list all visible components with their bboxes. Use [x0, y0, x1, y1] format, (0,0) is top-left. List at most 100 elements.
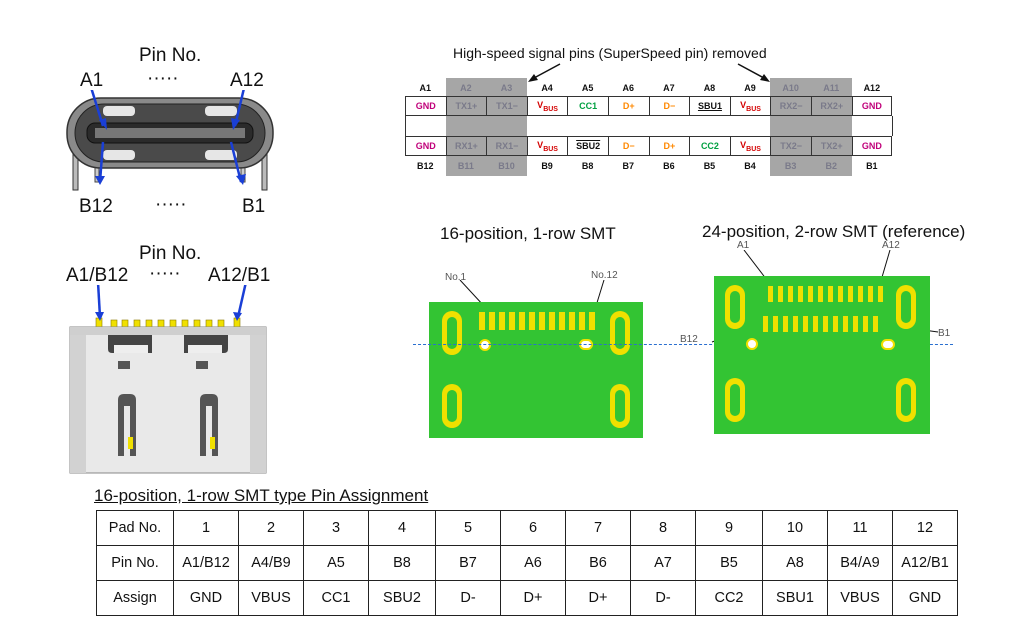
pin-label-b10: B10 [486, 156, 527, 176]
pin-signal-cc2: CC2 [689, 136, 730, 156]
table-cell: 8 [630, 510, 696, 546]
pin-signal-vbus: VBUS [729, 96, 771, 116]
pcb-16-no1: No.1 [445, 272, 467, 283]
pin-signal-text: SBU1 [697, 101, 722, 111]
pin-label-b5: B5 [703, 161, 716, 171]
table-cell: B7 [435, 545, 501, 581]
table-cell: B6 [565, 545, 631, 581]
smt-pad [579, 312, 585, 330]
pin-label-b2: B2 [810, 156, 852, 176]
smt-pad [848, 286, 853, 302]
dots-side: ····· [149, 263, 181, 284]
pin-signal-gnd: GND [405, 96, 446, 116]
pin-signal-text: CC1 [579, 101, 598, 111]
table-cell: VBUS [238, 580, 304, 616]
pin-signal-vbus: VBUS [729, 136, 771, 156]
pin-signal-d: D− [607, 136, 649, 156]
pin-label-a8: A8 [703, 83, 716, 93]
smt-pad [569, 312, 575, 330]
pcb-24-b12: B12 [680, 334, 698, 345]
smt-pad [768, 286, 773, 302]
table-row-header: Assign [96, 580, 174, 616]
pin-signal-text: GND [861, 101, 882, 111]
smt-pad [489, 312, 495, 330]
table-cell: B4/A9 [827, 545, 893, 581]
pin-map-tongue [405, 116, 893, 136]
table-cell: 3 [303, 510, 369, 546]
table-cell: VBUS [827, 580, 893, 616]
pin-signal-text: CC2 [700, 141, 719, 151]
pin-label-a11: A11 [810, 78, 852, 98]
pin-label-a10: A10 [770, 78, 811, 98]
pin-label-b11: B11 [445, 156, 487, 176]
table-cell: A12/B1 [892, 545, 958, 581]
pin-label-a4: A4 [541, 83, 553, 93]
smt-pad [853, 316, 858, 332]
table-cell: B8 [368, 545, 436, 581]
pin-signal-d: D+ [648, 136, 690, 156]
pin-signal-rx2: RX2− [770, 96, 811, 116]
pin-label-a3: A3 [486, 78, 527, 98]
pin-signal-text: VBUS [740, 99, 761, 113]
table-row-header: Pin No. [96, 545, 174, 581]
smt-pad [838, 286, 843, 302]
table-cell: 9 [695, 510, 763, 546]
table-cell: CC1 [303, 580, 369, 616]
smt-pad [763, 316, 768, 332]
table-cell: 1 [173, 510, 239, 546]
smt-pad [509, 312, 515, 330]
pin-signal-text: TX1+ [455, 101, 478, 111]
smt-pad [783, 316, 788, 332]
smt-pad [873, 316, 878, 332]
pin-signal-tx2: TX2− [770, 136, 811, 156]
smt-pad [559, 312, 565, 330]
pin-signal-d: D+ [607, 96, 649, 116]
pcb-24-b1: B1 [938, 328, 951, 339]
pcb-16-title: 16-position, 1-row SMT [440, 224, 616, 243]
smt-pad [823, 316, 828, 332]
dots-bottom: ····· [155, 194, 187, 215]
smt-pad [843, 316, 848, 332]
pin-signal-tx1: TX1+ [445, 96, 487, 116]
connector-front-view [66, 90, 274, 191]
pin-signal-text: GND [415, 101, 436, 111]
table-title: 16-position, 1-row SMT type Pin Assignme… [94, 486, 429, 505]
pcb-24-a12: A12 [882, 240, 900, 251]
smt-pad [803, 316, 808, 332]
smt-pad [808, 286, 813, 302]
pcb-24-title: 24-position, 2-row SMT (reference) [702, 222, 966, 241]
pin-signal-tx2: TX2+ [810, 136, 852, 156]
pin-signal-cc1: CC1 [567, 96, 608, 116]
smt-pad [828, 286, 833, 302]
smt-pad [878, 286, 883, 302]
pin-signal-rx2: RX2+ [810, 96, 852, 116]
pin-signal-text: TX1− [496, 101, 518, 111]
table-cell: A8 [762, 545, 828, 581]
pin-signal-tx1: TX1− [486, 96, 527, 116]
pin-signal-gnd: GND [405, 136, 446, 156]
label-a12-b1: A12/B1 [208, 265, 271, 286]
table-cell: B5 [695, 545, 763, 581]
pin-signal-text: TX2− [780, 141, 803, 151]
label-a1: A1 [80, 70, 104, 91]
table-cell: GND [892, 580, 958, 616]
smt-pad [529, 312, 535, 330]
pin-label-b6: B6 [663, 161, 675, 171]
table-cell: 7 [565, 510, 631, 546]
table-cell: 11 [827, 510, 893, 546]
smt-pad [549, 312, 555, 330]
label-b1: B1 [242, 196, 266, 217]
smt-pad [833, 316, 838, 332]
smt-pad [798, 286, 803, 302]
pin-signal-text: D+ [663, 141, 676, 151]
label-a12: A12 [230, 70, 264, 91]
smt-pad [479, 312, 485, 330]
pin-signal-rx1: RX1+ [445, 136, 487, 156]
pin-map-title: High-speed signal pins (SuperSpeed pin) … [453, 45, 767, 61]
pin-map-arrows [528, 63, 770, 82]
pin-signal-text: RX2− [779, 101, 803, 111]
pin-label-a2: A2 [445, 78, 487, 98]
pin-signal-vbus: VBUS [526, 96, 568, 116]
